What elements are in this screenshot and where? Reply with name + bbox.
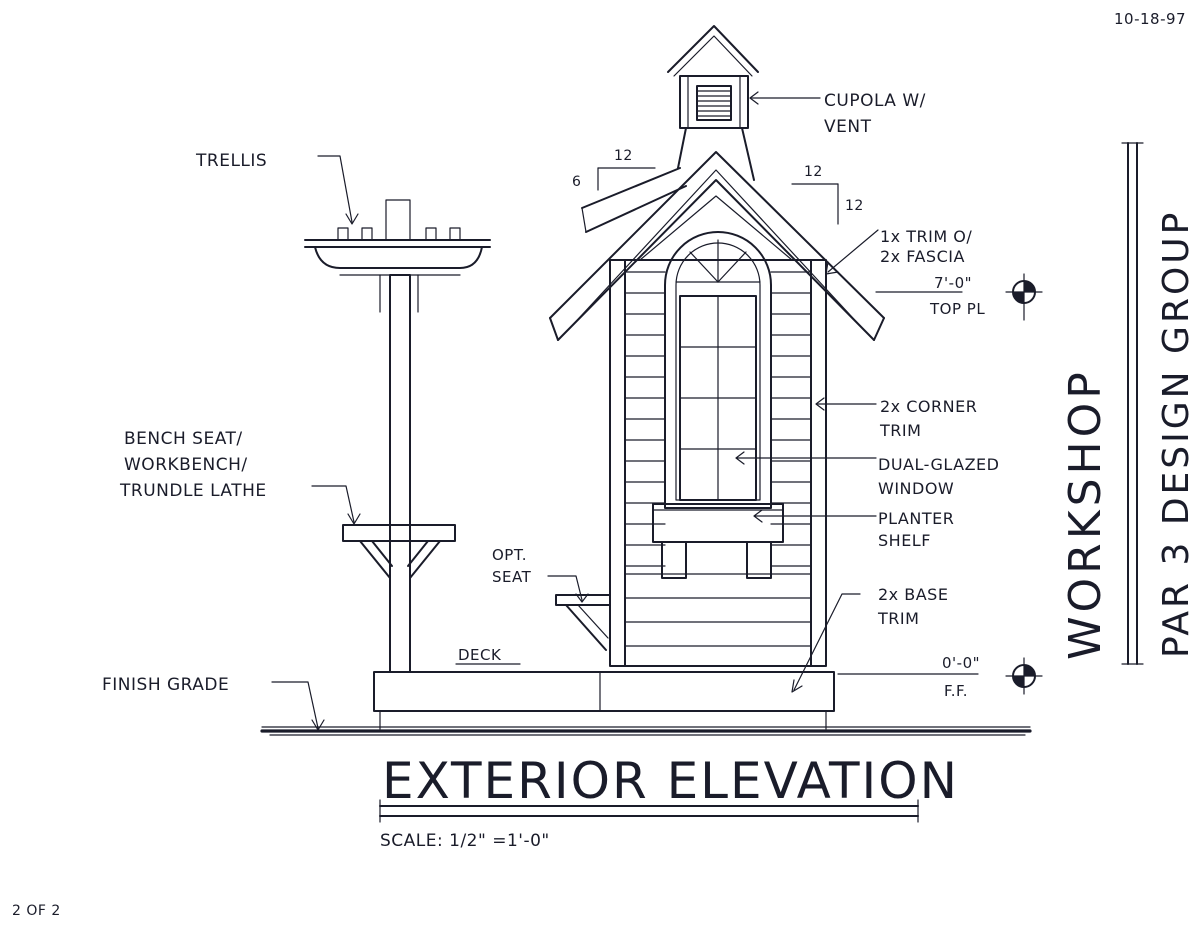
roof-pitch-right: 12 12 bbox=[791, 164, 864, 225]
arched-window bbox=[664, 231, 772, 509]
planter-shelf bbox=[652, 503, 784, 579]
label-bench-1: BENCH SEAT/ bbox=[124, 429, 243, 449]
label-deck: DECK bbox=[458, 646, 502, 664]
label-corner-trim-2: TRIM bbox=[879, 421, 921, 440]
siding-lines bbox=[624, 271, 812, 567]
label-bench-2: WORKBENCH/ bbox=[124, 455, 248, 475]
pitch-rise-left: 6 bbox=[572, 174, 581, 190]
title-underline bbox=[379, 799, 919, 823]
elevation-marker-top bbox=[1005, 273, 1043, 321]
pitch-rise-right: 12 bbox=[845, 198, 864, 214]
label-opt-seat-2: SEAT bbox=[492, 568, 532, 586]
firm-name: PAR 3 DESIGN GROUP bbox=[1156, 210, 1197, 658]
drawing-scale: SCALE: 1/2" =1'-0" bbox=[380, 831, 550, 851]
sheet-page-number: 2 OF 2 bbox=[12, 903, 61, 919]
label-top-pl-elevation: 7'-0" bbox=[934, 274, 972, 292]
label-trim-2: 2x FASCIA bbox=[880, 247, 965, 266]
label-finish-grade: FINISH GRADE bbox=[102, 675, 229, 695]
sheet-date: 10-18-97 bbox=[1114, 10, 1186, 28]
label-base-trim-1: 2x BASE bbox=[878, 585, 948, 604]
ground-line bbox=[260, 726, 1032, 736]
pitch-run-right: 12 bbox=[804, 164, 823, 180]
trellis-post bbox=[304, 199, 491, 673]
label-cupola-2: VENT bbox=[824, 117, 872, 137]
leader-lines bbox=[271, 91, 979, 731]
project-name: WORKSHOP bbox=[1060, 368, 1111, 660]
roof-pitch-left: 12 6 bbox=[572, 148, 656, 191]
label-ff-elevation: 0'-0" bbox=[942, 654, 980, 672]
label-opt-seat-1: OPT. bbox=[492, 546, 527, 564]
elevation-marker-ff bbox=[1005, 657, 1043, 695]
label-ff: F.F. bbox=[944, 682, 968, 700]
label-planter-2: SHELF bbox=[878, 531, 931, 550]
label-bench-3: TRUNDLE LATHE bbox=[119, 481, 267, 501]
label-corner-trim-1: 2x CORNER bbox=[880, 397, 977, 416]
label-window-2: WINDOW bbox=[878, 479, 954, 498]
label-trellis: TRELLIS bbox=[195, 151, 267, 171]
label-trim-1: 1x TRIM O/ bbox=[880, 227, 972, 246]
deck bbox=[373, 671, 835, 730]
cupola bbox=[667, 25, 759, 181]
label-base-trim-2: TRIM bbox=[877, 609, 919, 628]
label-window-1: DUAL-GLAZED bbox=[878, 455, 999, 474]
drawing-title: EXTERIOR ELEVATION bbox=[382, 752, 959, 810]
pitch-run-left: 12 bbox=[614, 148, 633, 164]
label-planter-1: PLANTER bbox=[878, 509, 954, 528]
title-block-rules bbox=[1121, 142, 1144, 665]
optional-seat bbox=[555, 594, 611, 651]
label-cupola-1: CUPOLA W/ bbox=[824, 91, 926, 111]
roof bbox=[549, 151, 885, 341]
label-top-pl: TOP PL bbox=[929, 300, 985, 318]
